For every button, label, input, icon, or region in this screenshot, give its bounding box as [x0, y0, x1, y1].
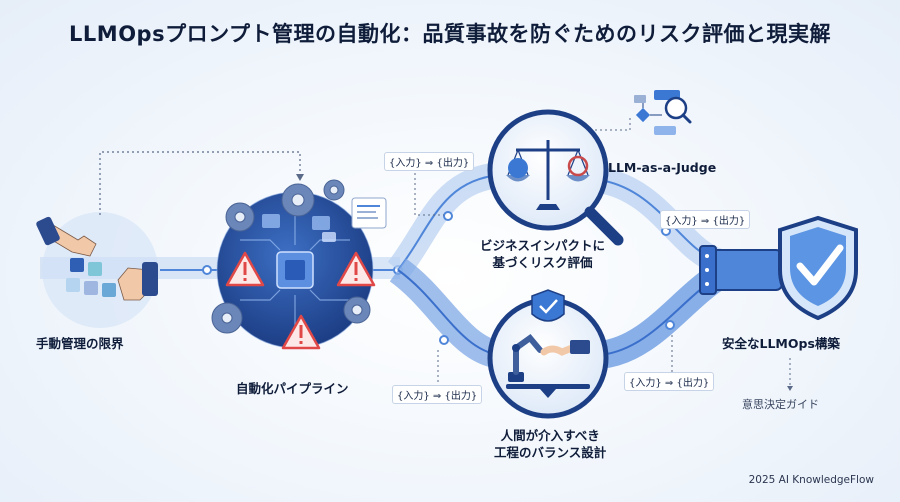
robot-arm-icon [513, 333, 543, 375]
coin-icon [508, 158, 528, 178]
warning-icon [336, 251, 376, 287]
io-label: {入力} ⇒ {出力} [392, 385, 483, 404]
upper-branch-line [397, 174, 501, 271]
footer-credit: 2025 AI KnowledgeFlow [748, 474, 874, 486]
handshake-icon [540, 344, 576, 356]
io-connector [414, 168, 444, 216]
guide-arrow [787, 386, 793, 391]
manual-management-icon [36, 216, 158, 301]
broken-link-icon [567, 155, 589, 177]
io-label: {入力} ⇒ {出力} [384, 152, 475, 171]
secure-shield-icon [699, 215, 858, 321]
flow-node-dot [443, 211, 453, 221]
flow-node-dot [439, 335, 449, 345]
risk-assessment-icon [487, 109, 624, 246]
node-label-judge: LLM-as-a-Judge [608, 160, 717, 175]
page-title: LLMOpsプロンプト管理の自動化：品質事故を防ぐためのリスク評価と現実解 [69, 22, 831, 46]
risk-label-line2: 基づくリスク評価 [492, 255, 593, 270]
human-label-line2: 工程のバランス設計 [494, 445, 607, 460]
human-in-loop-icon [487, 289, 609, 419]
node-label-secure: 安全なLLMOps構築 [722, 336, 840, 351]
shield-check-icon [531, 289, 565, 322]
node-label-human: 人間が介入すべき 工程のバランス設計 [494, 427, 606, 461]
node-label-manual: 手動管理の限界 [36, 336, 124, 351]
judge-connector [590, 115, 631, 131]
node-label-pipeline: 自動化パイプライン [236, 381, 349, 396]
human-label-line1: 人間が介入すべき [500, 428, 600, 443]
lower-branch-line [397, 269, 501, 356]
connector-arrow [296, 174, 304, 181]
magnifier-handle [584, 206, 624, 246]
risk-label-line1: ビジネスインパクトに [480, 238, 606, 253]
warning-icon [281, 314, 321, 350]
balance-beam [506, 384, 590, 389]
pipeline-globe [216, 191, 374, 349]
pipe [707, 249, 783, 291]
code-window-icon [351, 197, 387, 229]
flow-node-dot [202, 265, 212, 275]
decision-guide-label: 意思決定ガイド [742, 398, 819, 411]
warning-icon [225, 251, 265, 287]
io-label: {入力} ⇒ {出力} [660, 210, 751, 229]
gear-icon [211, 179, 371, 334]
flowchart-magnifier-icon [634, 90, 692, 135]
flow-node-dot [665, 320, 675, 330]
node-label-risk: ビジネスインパクトに 基づくリスク評価 [480, 237, 605, 271]
io-label: {入力} ⇒ {出力} [624, 372, 715, 391]
feedback-connector [99, 151, 301, 215]
